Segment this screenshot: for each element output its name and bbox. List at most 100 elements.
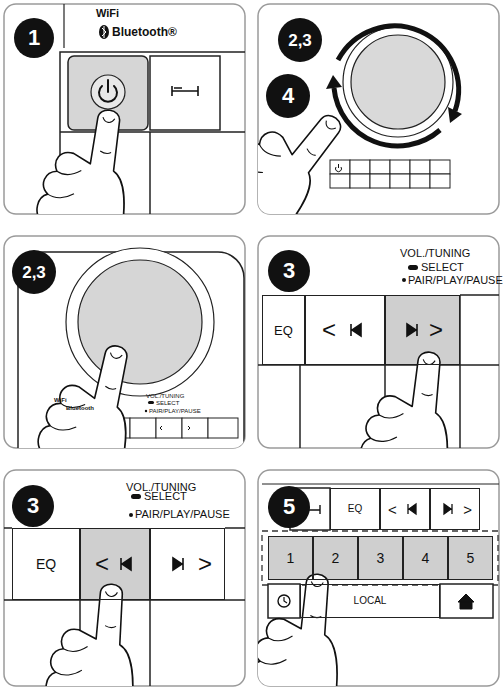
drawing-part <box>268 584 300 618</box>
button-label: 1 <box>287 551 295 565</box>
drawing-part <box>350 174 370 188</box>
drawing-part <box>338 26 459 111</box>
step-badge: 3 <box>12 485 54 527</box>
step-badge: 2,3 <box>278 18 322 62</box>
drawing-part <box>370 160 390 174</box>
panel-button: EQ <box>12 528 80 600</box>
drawing-part <box>121 558 131 570</box>
drawing-part <box>430 160 450 174</box>
drawing-part <box>102 26 106 38</box>
drawing-part <box>262 484 499 485</box>
drawing-part <box>444 504 452 514</box>
button-label: EQ <box>274 324 293 337</box>
button-label: > <box>198 552 212 576</box>
drawing-part <box>351 324 361 336</box>
button-label: > <box>463 502 472 517</box>
button-label: EQ <box>36 557 56 571</box>
drawing-part <box>458 594 474 609</box>
device-top <box>26 4 245 214</box>
panel-label: Bluetooth® <box>112 26 177 38</box>
drawing-part <box>390 174 410 188</box>
drawing-part <box>66 248 214 396</box>
step-badge: 1 <box>14 18 54 58</box>
button-label: 3 <box>377 551 385 565</box>
button-label: LOCAL <box>354 596 387 606</box>
drawing-part <box>40 580 140 686</box>
drawing-part <box>99 25 109 39</box>
drawing-part <box>390 160 410 174</box>
panel-button: EQ <box>330 488 380 530</box>
drawing-part <box>173 558 183 570</box>
drawing-part <box>330 160 450 188</box>
button-label: < <box>388 502 397 517</box>
drawing-part <box>145 410 147 412</box>
step-number: 3 <box>283 260 295 282</box>
step-number: 2,3 <box>288 32 312 49</box>
button-panel <box>258 484 499 686</box>
step-number: 5 <box>283 496 295 518</box>
drawing-part <box>350 160 370 174</box>
panel-button: > <box>385 295 460 365</box>
button-row <box>258 265 499 448</box>
drawing-part <box>131 494 141 499</box>
panel-label: PAIR/PLAY/PAUSE <box>408 275 503 286</box>
drawing-part <box>410 174 430 188</box>
panel-button: 2 <box>313 536 358 580</box>
panel-label: VOL./TUNING <box>400 248 470 259</box>
panel-button: 5 <box>448 536 493 580</box>
panel-label: Bluetooth <box>66 405 94 411</box>
drawing-part <box>334 88 440 146</box>
drawing-part <box>150 56 220 130</box>
panel-label: SELECT <box>421 262 464 273</box>
step-number: 1 <box>28 27 40 49</box>
drawing-part <box>91 75 125 109</box>
drawing-part <box>258 569 346 686</box>
step-number: 2,3 <box>22 264 46 281</box>
button-label: EQ <box>348 504 362 514</box>
drawing-part <box>4 4 245 214</box>
panel-label: WiFi <box>54 397 67 403</box>
drawing-part <box>129 513 133 517</box>
button-label: 5 <box>467 551 475 565</box>
panel-label: SELECT <box>144 491 187 502</box>
drawing-part <box>352 346 458 448</box>
drawing-part <box>402 278 406 282</box>
step-badge: 2,3 <box>12 250 56 294</box>
panel-button: < <box>380 488 430 530</box>
button-label: 4 <box>422 551 430 565</box>
drawing-part <box>63 4 64 48</box>
step-number: 3 <box>27 495 39 517</box>
drawing-part <box>130 418 156 438</box>
panel-label: VOL./TUNING <box>146 393 184 399</box>
drawing-part <box>262 531 498 585</box>
drawing-part <box>148 401 154 404</box>
button-label: < <box>322 318 336 342</box>
drawing-part <box>172 86 198 96</box>
button-label: > <box>429 318 443 342</box>
panel-button: > <box>150 528 225 600</box>
drawing-part <box>407 324 417 336</box>
panel-button: 1 <box>268 536 313 580</box>
panel-button: < <box>305 295 385 365</box>
button-label: 2 <box>332 551 340 565</box>
drawing-part <box>408 265 418 270</box>
drawing-part <box>182 418 208 438</box>
panel-label: WiFi <box>96 8 119 19</box>
drawing-part <box>21 334 146 448</box>
drawing-part <box>78 260 202 384</box>
panel-label: PAIR/PLAY/PAUSE <box>135 509 230 520</box>
panel-frame <box>4 4 499 686</box>
step-badge: 4 <box>266 74 310 118</box>
button-label: < <box>95 552 109 576</box>
panel-label: SELECT <box>156 400 179 406</box>
step-badge: 3 <box>268 250 310 292</box>
drawing-part <box>26 102 139 214</box>
drawing-part <box>448 107 462 123</box>
panel-button: < <box>80 528 150 600</box>
panel-button: 4 <box>403 536 448 580</box>
drawing-part <box>330 160 350 174</box>
drawing-part <box>278 595 290 607</box>
panel-button: LOCAL <box>300 584 440 618</box>
drawing-part <box>208 418 238 438</box>
